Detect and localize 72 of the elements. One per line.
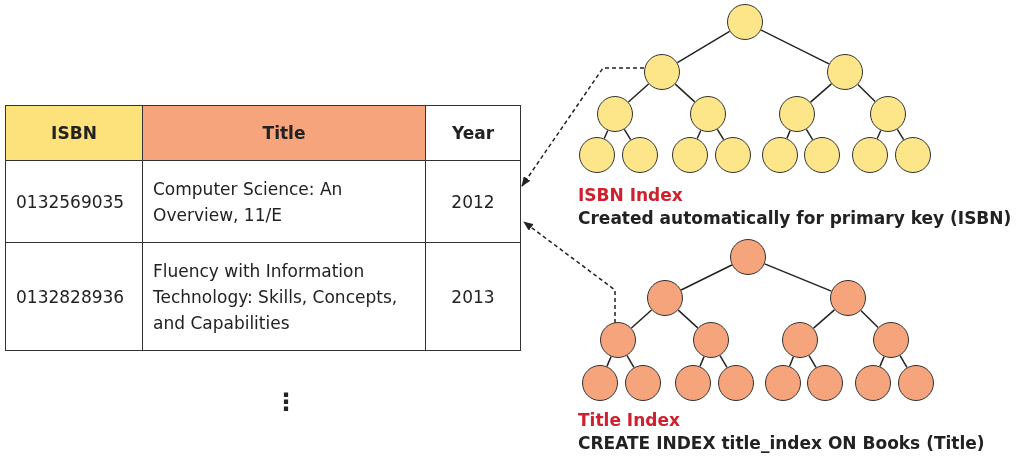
- tree-branch-line: [680, 264, 733, 291]
- tree-node: [779, 96, 815, 132]
- index-name: ISBN Index: [578, 185, 683, 205]
- tree-node: [827, 54, 863, 90]
- index-description: Created automatically for primary key (ISBN): [578, 208, 1012, 228]
- tree-node: [852, 137, 888, 173]
- dashed-arrow: [521, 67, 645, 187]
- tree-node: [644, 54, 680, 90]
- tree-node: [718, 365, 754, 401]
- index-name: Title Index: [578, 410, 680, 430]
- tree-node: [807, 365, 843, 401]
- tree-branch-line: [676, 30, 731, 64]
- tree-node: [870, 96, 906, 132]
- tree-node: [647, 280, 683, 316]
- tree-branch-line: [627, 83, 650, 103]
- isbn-value: 0132828936: [5, 242, 143, 351]
- tree-node: [873, 322, 909, 358]
- tree-branch-line: [606, 355, 612, 368]
- tree-node: [690, 96, 726, 132]
- tree-node: [898, 365, 934, 401]
- tree-node: [765, 365, 801, 401]
- tree-branch-line: [630, 309, 653, 329]
- tree-branch-line: [699, 355, 705, 368]
- column-header: Year: [425, 105, 521, 161]
- tree-node: [597, 96, 633, 132]
- tree-node: [672, 137, 708, 173]
- tree-branch-line: [879, 355, 885, 368]
- tree-node: [830, 280, 866, 316]
- tree-node: [730, 239, 766, 275]
- tree-node: [855, 365, 891, 401]
- year-value: 2013: [425, 242, 521, 351]
- column-header: Title: [142, 105, 426, 161]
- tree-node: [762, 137, 798, 173]
- tree-node: [622, 137, 658, 173]
- tree-branch-line: [716, 128, 725, 141]
- index-sql-statement: CREATE INDEX title_index ON Books (Title): [578, 433, 985, 453]
- tree-node: [693, 322, 729, 358]
- tree-node: [715, 137, 751, 173]
- tree-node: [579, 137, 615, 173]
- tree-branch-line: [860, 309, 879, 329]
- tree-node: [600, 322, 636, 358]
- book-title: Fluency with Information Technology: Skills, Concepts, and Capabilities: [142, 242, 426, 351]
- tree-branch-line: [786, 129, 791, 140]
- tree-branch-line: [857, 83, 876, 103]
- year-value: 2012: [425, 160, 521, 243]
- tree-node: [675, 365, 711, 401]
- vertical-ellipsis: ⋮: [274, 388, 298, 416]
- isbn-value: 0132569035: [5, 160, 143, 243]
- tree-branch-line: [760, 29, 830, 65]
- tree-branch-line: [805, 128, 814, 141]
- dashed-arrow: [523, 221, 616, 324]
- tree-branch-line: [674, 83, 696, 103]
- tree-branch-line: [626, 354, 635, 369]
- tree-branch-line: [788, 356, 795, 367]
- tree-node: [727, 4, 763, 40]
- tree-node: [582, 365, 618, 401]
- tree-node: [804, 137, 840, 173]
- tree-node: [895, 137, 931, 173]
- tree-branch-line: [808, 354, 817, 369]
- tree-branch-line: [719, 354, 728, 369]
- tree-branch-line: [899, 354, 908, 369]
- tree-branch-line: [812, 309, 836, 329]
- tree-branch-line: [809, 83, 833, 103]
- column-header: ISBN: [5, 105, 143, 161]
- tree-branch-line: [623, 128, 632, 141]
- tree-node: [782, 322, 818, 358]
- tree-branch-line: [677, 309, 699, 329]
- tree-branch-line: [763, 263, 833, 292]
- tree-branch-line: [896, 128, 905, 141]
- tree-node: [625, 365, 661, 401]
- book-title: Computer Science: An Overview, 11/E: [142, 160, 426, 243]
- books-table: [5, 105, 521, 351]
